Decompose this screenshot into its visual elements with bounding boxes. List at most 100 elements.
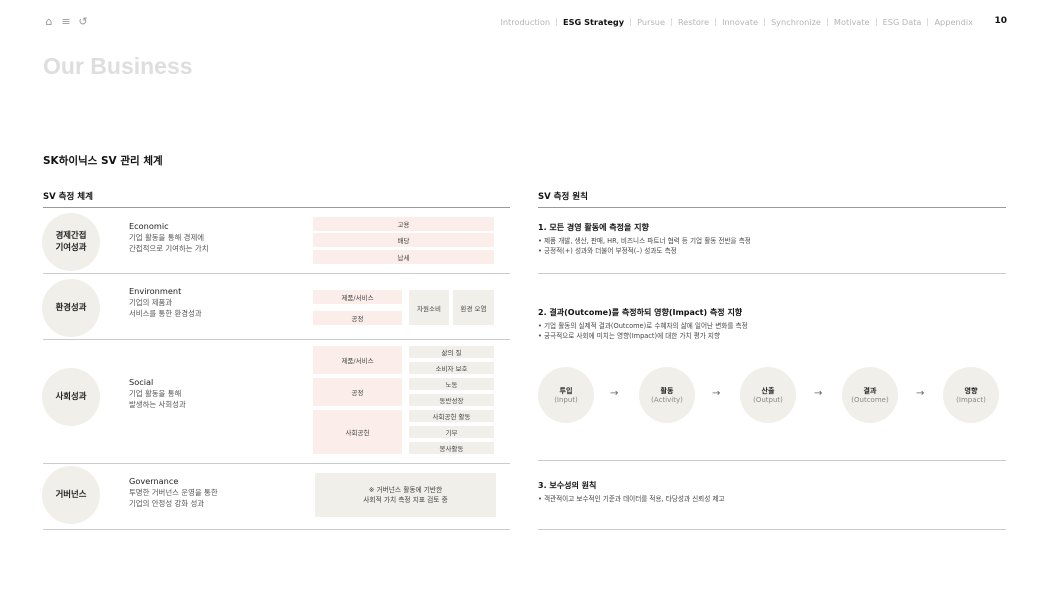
arrow-icon: →: [814, 388, 823, 399]
principle-1: 1. 모든 경영 활동에 측정을 지향 • 제품 개발, 생산, 판매, HR,…: [538, 222, 1006, 256]
economic-label: Economic: [129, 221, 169, 231]
step-label-en: (Output): [753, 396, 783, 404]
indicator-box: 사회공헌 활동: [409, 410, 494, 422]
top-nav: Introduction ESG Strategy Pursue Restore…: [500, 17, 973, 27]
principle-3: 3. 보수성의 원칙 • 객관적이고 보수적인 기준과 데이터를 적용, 타당성…: [538, 480, 1006, 504]
home-icon[interactable]: ⌂: [45, 15, 53, 28]
section-title: SK하이닉스 SV 관리 체계: [43, 155, 163, 167]
nav-esg-data[interactable]: ESG Data: [882, 17, 922, 27]
economic-circle: 경제간접 기여성과: [42, 213, 100, 271]
principle-2: 2. 결과(Outcome)를 측정하되 영향(Impact) 측정 지향 • …: [538, 307, 1006, 341]
governance-text: Governance 투명한 거버넌스 운영을 통한 기업의 안정성 강화 성과: [129, 476, 218, 509]
step-label-en: (Impact): [956, 396, 986, 404]
flow-step-impact: 영향 (Impact): [943, 367, 999, 423]
indicator-box: 납세: [313, 250, 494, 264]
step-label-en: (Outcome): [851, 396, 889, 404]
indicator-box: 노동: [409, 378, 494, 390]
back-icon[interactable]: ↺: [78, 15, 88, 28]
divider: [538, 207, 1006, 208]
nav-appendix[interactable]: Appendix: [934, 17, 973, 27]
step-label: 영향: [964, 387, 978, 395]
bullet: • 궁극적으로 사회에 미치는 영향(Impact)에 대한 가치 평가 지향: [538, 332, 721, 341]
nav-divider: [670, 18, 672, 26]
nav-innovate[interactable]: Innovate: [722, 17, 758, 27]
flow-step-output: 산출 (Output): [740, 367, 796, 423]
divider: [538, 273, 1006, 274]
indicator-box: 소비자 보호: [409, 362, 494, 374]
bullet: • 기업 활동의 실제적 결과(Outcome)로 수혜자의 삶에 일어난 변화…: [538, 322, 748, 330]
step-label: 결과: [863, 387, 877, 395]
divider: [538, 529, 1006, 530]
social-circle: 사회성과: [42, 368, 100, 426]
principle-bullets: • 객관적이고 보수적인 기준과 데이터를 적용, 타당성과 신뢰성 제고: [538, 494, 1006, 504]
flow-step-input: 투입 (Input): [538, 367, 594, 423]
step-label-en: (Input): [554, 396, 578, 404]
nav-divider: [556, 18, 558, 26]
principle-bullets: • 기업 활동의 실제적 결과(Outcome)로 수혜자의 삶에 일어난 변화…: [538, 321, 1006, 341]
step-label-en: (Activity): [651, 396, 683, 404]
social-desc: 기업 활동을 통해 발생하는 사회성과: [129, 389, 186, 409]
environment-circle: 환경성과: [42, 279, 100, 337]
governance-note: ※ 거버넌스 활동에 기반한 사회적 가치 측정 지표 검토 중: [315, 473, 496, 517]
nav-restore[interactable]: Restore: [677, 17, 710, 27]
bullet: • 긍정적(+) 성과와 더불어 부정적(–) 성과도 측정: [538, 247, 677, 256]
principle-title: 1. 모든 경영 활동에 측정을 지향: [538, 223, 649, 232]
top-icons: ⌂ ≡ ↺: [43, 15, 89, 28]
governance-circle: 거버넌스: [42, 466, 100, 524]
page-number: 10: [994, 16, 1007, 26]
economic-text: Economic 기업 활동을 통해 경제에 간접적으로 기여하는 가치: [129, 221, 209, 254]
nav-motivate[interactable]: Motivate: [833, 17, 870, 27]
economic-desc: 기업 활동을 통해 경제에 간접적으로 기여하는 가치: [129, 233, 209, 253]
governance-desc: 투명한 거버넌스 운영을 통한 기업의 안정성 강화 성과: [129, 488, 218, 508]
divider: [43, 273, 510, 274]
nav-introduction[interactable]: Introduction: [500, 17, 551, 27]
environment-label: Environment: [129, 286, 182, 296]
indicator-group: 사회공헌: [313, 410, 402, 454]
arrow-icon: →: [916, 388, 925, 399]
nav-esg-strategy[interactable]: ESG Strategy: [563, 17, 625, 27]
indicator-group: 공정: [313, 378, 402, 406]
nav-divider: [927, 18, 929, 26]
step-label: 산출: [761, 387, 775, 395]
menu-icon[interactable]: ≡: [61, 15, 71, 28]
indicator-box: 배당: [313, 233, 494, 247]
principle-title: 3. 보수성의 원칙: [538, 481, 597, 490]
indicator-box: 기부: [409, 426, 494, 438]
divider: [43, 463, 510, 464]
governance-label: Governance: [129, 476, 179, 486]
arrow-icon: →: [712, 388, 721, 399]
bullet: • 객관적이고 보수적인 기준과 데이터를 적용, 타당성과 신뢰성 제고: [538, 495, 725, 503]
bullet: • 제품 개발, 생산, 판매, HR, 비즈니스 파트너 협력 등 기업 활동…: [538, 237, 751, 245]
nav-synchronize[interactable]: Synchronize: [770, 17, 821, 27]
environment-text: Environment 기업의 제품과 서비스를 통한 환경성과: [129, 286, 202, 319]
page-title: Our Business: [43, 53, 193, 79]
principle-title: 2. 결과(Outcome)를 측정하되 영향(Impact) 측정 지향: [538, 308, 743, 317]
social-text: Social 기업 활동을 통해 발생하는 사회성과: [129, 377, 186, 410]
nav-pursue[interactable]: Pursue: [637, 17, 665, 27]
nav-divider: [826, 18, 828, 26]
indicator-box: 봉사활동: [409, 442, 494, 454]
divider: [43, 207, 510, 208]
principle-bullets: • 제품 개발, 생산, 판매, HR, 비즈니스 파트너 협력 등 기업 활동…: [538, 236, 1006, 256]
nav-divider: [715, 18, 717, 26]
indicator-box: 환경 오염: [453, 290, 494, 325]
indicator-box: 고용: [313, 217, 494, 231]
environment-desc: 기업의 제품과 서비스를 통한 환경성과: [129, 298, 202, 318]
step-label: 활동: [660, 387, 674, 395]
nav-divider: [630, 18, 632, 26]
social-label: Social: [129, 377, 154, 387]
step-label: 투입: [559, 387, 573, 395]
nav-divider: [763, 18, 765, 26]
divider: [43, 339, 510, 340]
indicator-box: 자원소비: [409, 290, 449, 325]
flow-step-activity: 활동 (Activity): [639, 367, 695, 423]
indicator-box: 공정: [313, 311, 402, 325]
divider: [538, 460, 1006, 461]
nav-divider: [875, 18, 877, 26]
arrow-icon: →: [610, 388, 619, 399]
indicator-box: 동반성장: [409, 394, 494, 406]
left-heading: SV 측정 체계: [43, 192, 93, 202]
indicator-box: 삶의 질: [409, 346, 494, 358]
divider: [43, 529, 510, 530]
right-heading: SV 측정 원칙: [538, 192, 588, 202]
